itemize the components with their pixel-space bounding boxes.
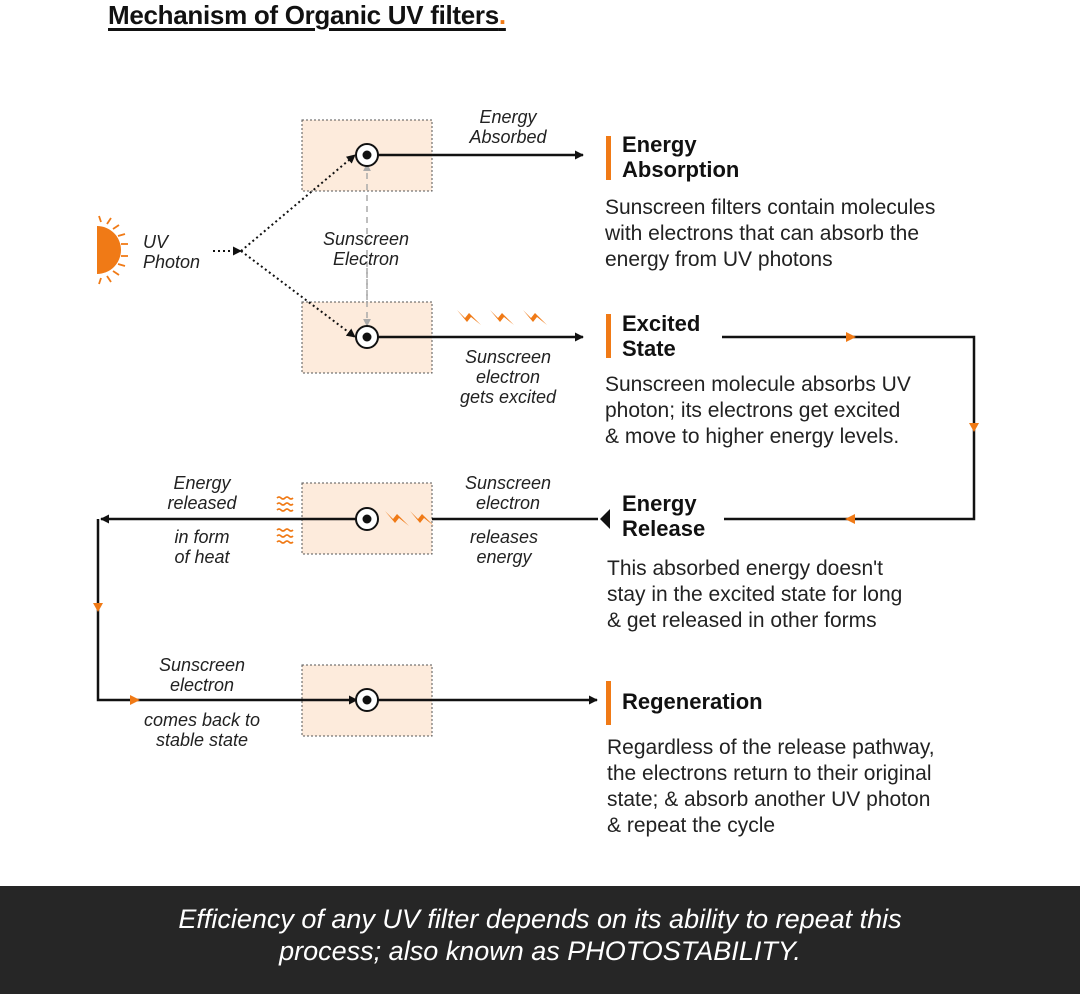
loop-arrow-down-left — [93, 603, 103, 612]
heat-wave-icon — [276, 496, 294, 512]
footer-text: Efficiency of any UV filter depends on i… — [178, 904, 902, 966]
loop-arrow-right-bottom — [130, 695, 140, 705]
loop-arrow-left — [845, 514, 855, 524]
release-arrow-head — [600, 509, 610, 529]
loop-arrow-right — [846, 332, 856, 342]
footer-banner — [0, 886, 1080, 994]
stage-description-regeneration: Regardless of the release pathway,the el… — [607, 736, 935, 837]
accent-bar — [606, 136, 611, 180]
electron-icon — [355, 143, 379, 167]
accent-bar — [606, 314, 611, 358]
accent-bar — [606, 681, 611, 725]
return-loop — [96, 519, 358, 705]
stage-heading-regeneration: Regeneration — [622, 689, 763, 714]
lightning-bolt-icon — [385, 511, 434, 526]
electron-icon — [355, 688, 379, 712]
page-title: Mechanism of Organic UV filters. — [108, 0, 506, 30]
electron-icon — [355, 325, 379, 349]
heat-wave-icon — [276, 528, 294, 544]
electron-icon — [355, 507, 379, 531]
sun-icon — [97, 215, 128, 285]
photon-path-lower — [240, 250, 356, 338]
loop-arrow-down — [969, 423, 979, 432]
lightning-bolt-icon — [457, 310, 547, 325]
